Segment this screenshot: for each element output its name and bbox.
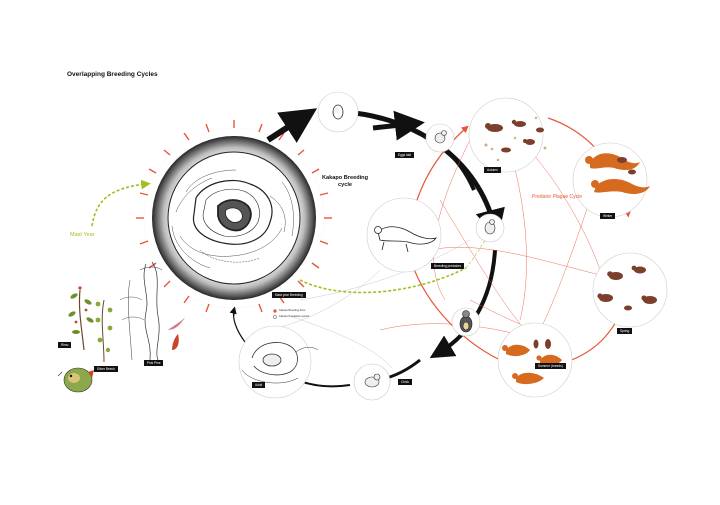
- page-title: Overlapping Breeding Cycles: [67, 71, 158, 78]
- plant-icon: [68, 261, 186, 363]
- island-ring: [136, 120, 332, 316]
- kakapo-cycle-label-line1: Kakapo Breeding: [322, 175, 369, 181]
- tag-rimu: Rimu: [58, 342, 72, 349]
- stage-spring-circle: [592, 252, 668, 328]
- mast-year-label: Mast Year: [70, 232, 95, 238]
- legend-markers: [273, 309, 277, 319]
- kakapo-cycle-label-line2: cycle: [338, 181, 352, 188]
- kakapo-cycle-ring: [229, 108, 505, 388]
- kakapo-icon: [459, 310, 473, 333]
- island-map-icon: [171, 169, 294, 269]
- connector-lines: [269, 239, 471, 369]
- seed-icon: [484, 116, 547, 162]
- chick-icon: [364, 130, 496, 388]
- stoat-icon: [585, 153, 650, 194]
- tag-chick: Chick: [398, 379, 412, 386]
- tag-winter: Winter: [600, 213, 616, 220]
- stoat-sketch-icon: [374, 226, 437, 253]
- tag-eggs-laid: Eggs laid: [395, 152, 415, 159]
- predator-cycle-label: Predator Plague Cycle: [532, 194, 583, 200]
- rat-icon: [485, 119, 544, 153]
- tag-autumn: Autumn: [484, 167, 501, 174]
- season-ticks: [136, 120, 332, 316]
- egg-icon: [332, 104, 344, 120]
- tag-spring: Spring: [617, 328, 633, 335]
- kakapo-cycle-label: Kakapo Breeding cycle: [322, 175, 368, 188]
- kakapo-portrait-icon: [57, 367, 94, 393]
- legend-breeding-zone: Kakapo Breeding Zone: [279, 309, 306, 312]
- tag-breeding-predators: Breeding predators: [431, 263, 465, 270]
- stage-autumn-circle: [468, 97, 544, 173]
- summer-rat-icon: [533, 339, 551, 349]
- legend-population-growth: Kakapo Population growth: [279, 315, 310, 318]
- summer-stoat-icon: [502, 344, 562, 385]
- nest-icon: [241, 342, 319, 384]
- tag-summer: Summer (breeds): [535, 363, 566, 370]
- spring-rat-icon: [597, 265, 657, 311]
- tag-mast-breeding: Mast year Breeding: [272, 292, 306, 299]
- tag-adult: Adult: [252, 382, 266, 389]
- tag-pink-pine: Pink Pine: [144, 360, 164, 367]
- tag-silver-beech: Silver Beech: [94, 366, 118, 373]
